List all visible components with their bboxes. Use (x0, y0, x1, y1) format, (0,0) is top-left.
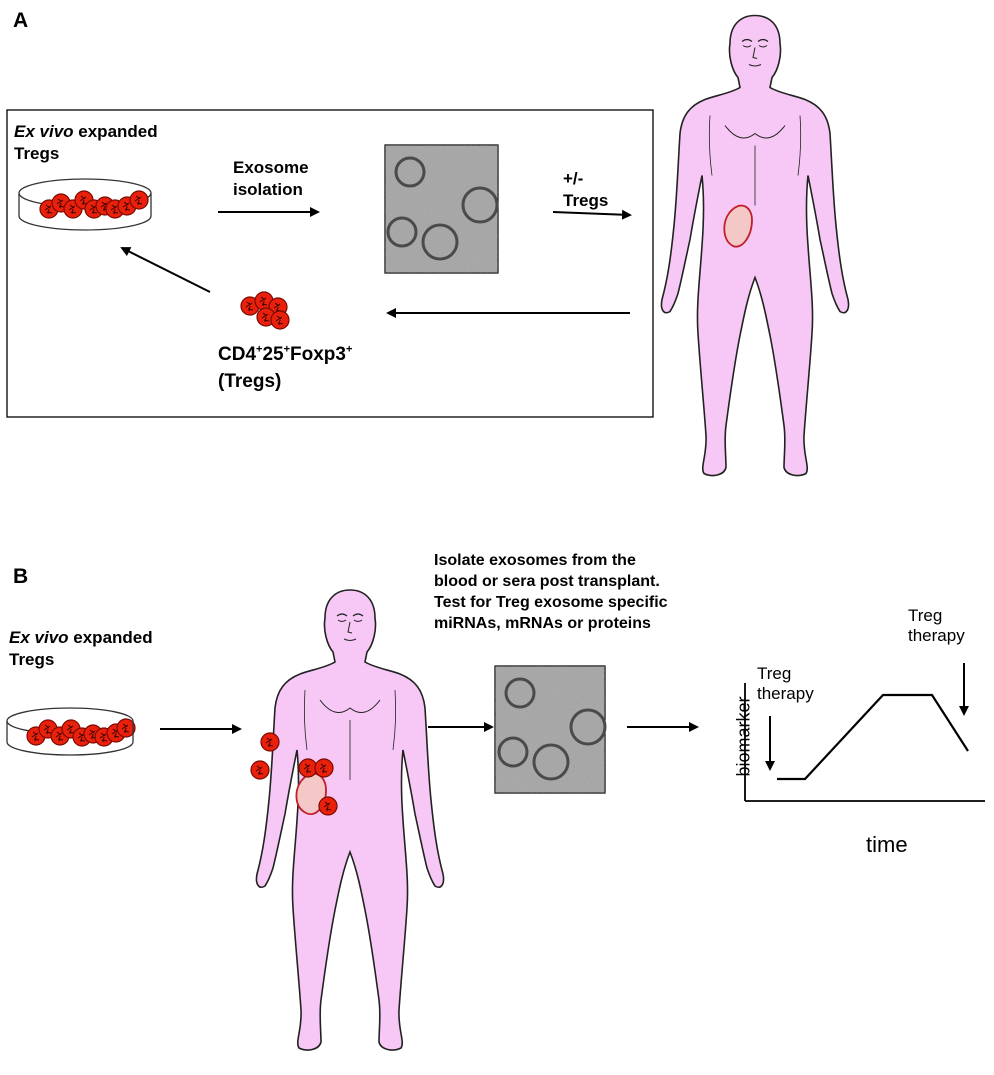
instruction-line-3: Test for Treg exosome specific (434, 594, 668, 611)
tregs-paren-text: (Tregs) (218, 371, 282, 392)
instruction-line-2: blood or sera post transplant. (434, 573, 660, 590)
treg-cluster-a (240, 291, 290, 330)
therapy-1-line-2: therapy (757, 684, 814, 703)
ex-vivo-italic-a: Ex vivo (14, 122, 74, 141)
treg-phenotype-label: CD4+25+Foxp3+ (Tregs) (218, 341, 352, 395)
patient-figure-b (250, 589, 445, 1051)
panel-a-label: A (13, 9, 29, 32)
ex-vivo-italic-b: Ex vivo (9, 628, 69, 647)
patient-figure-a (660, 14, 850, 477)
tregs-text-a: Tregs (14, 144, 60, 163)
panel-b-label: B (13, 565, 29, 588)
biomarker-trace (777, 693, 969, 781)
cd4-plus: + (256, 343, 263, 356)
expanded-text-a: expanded (73, 122, 158, 141)
expanded-text-b: expanded (68, 628, 153, 647)
foxp3-plus: + (345, 343, 353, 356)
plus-minus-text: +/- (563, 169, 584, 188)
biomarker-schematic (744, 663, 985, 802)
arrow-to-dish-a (120, 247, 211, 293)
therapy-2-line-1: Treg (908, 606, 943, 625)
panel-a-box (6, 109, 654, 418)
treg-therapy-label-2: Treg therapy (908, 606, 965, 646)
arrow-to-patient-a (552, 209, 632, 220)
ex-vivo-label-b: Ex vivo expanded Tregs (9, 627, 153, 671)
cd4-text: CD4 (218, 344, 257, 365)
exosome-test-instructions: Isolate exosomes from the blood or sera … (434, 550, 668, 634)
therapy-2-line-2: therapy (908, 626, 965, 645)
y-axis-label: biomarker (733, 696, 754, 777)
x-axis-label: time (866, 832, 908, 857)
exosome-micrograph-b (494, 665, 607, 794)
instruction-line-1: Isolate exosomes from the (434, 552, 636, 569)
treg-therapy-label-1: Treg therapy (757, 664, 814, 704)
ex-vivo-label-a: Ex vivo expanded Tregs (14, 121, 158, 165)
exosome-text: Exosome (233, 158, 309, 177)
tregs-text-b: Tregs (9, 650, 55, 669)
plus-minus-tregs-label: +/- Tregs (563, 168, 608, 212)
instruction-line-4: miRNAs, mRNAs or proteins (434, 615, 651, 632)
exosome-micrograph-a (384, 144, 499, 274)
foxp3-text: Foxp3 (290, 344, 346, 365)
kidney-graft-a (723, 204, 753, 248)
cd25-plus: + (283, 343, 291, 356)
isolation-text: isolation (233, 180, 303, 199)
exosome-isolation-label: Exosome isolation (233, 157, 309, 201)
therapy-1-line-1: Treg (757, 664, 792, 683)
tregs-step-text: Tregs (563, 191, 609, 210)
petri-dish-a (18, 178, 152, 231)
petri-dish-b (6, 707, 136, 756)
cd25-text: 25 (262, 344, 284, 365)
